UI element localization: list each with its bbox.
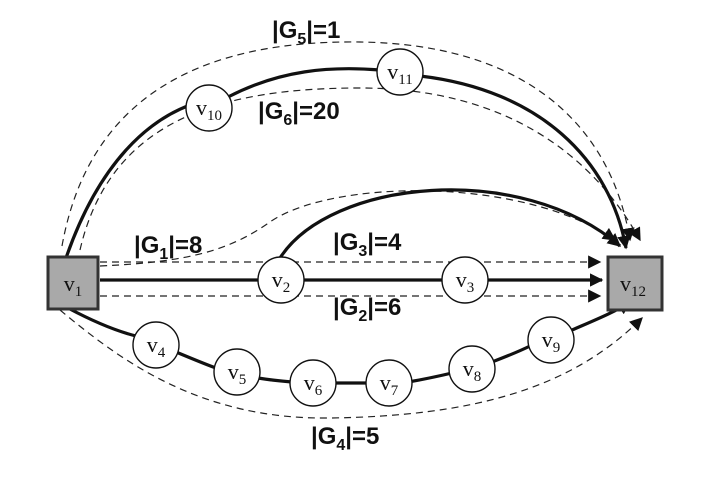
group-label-g5: |G5|=1 [272, 17, 340, 48]
node-v8: v8 [448, 345, 496, 393]
edge-v5-v6 [257, 376, 293, 384]
node-v1: v1 [46, 255, 100, 311]
node-v12: v12 [606, 255, 664, 312]
node-v5: v5 [213, 348, 261, 396]
node-v9: v9 [527, 316, 575, 364]
group-label-g2: |G2|=6 [333, 294, 401, 325]
node-v2: v2 [257, 256, 305, 304]
dashed-flows [59, 41, 643, 419]
node-box [606, 255, 664, 312]
node-v10: v10 [185, 84, 233, 132]
edge-v7-v8 [407, 371, 453, 384]
node-label: v2 [272, 267, 291, 296]
edge-v1-v10 [64, 103, 191, 259]
node-label: v4 [147, 332, 166, 361]
node-label: v12 [620, 271, 646, 300]
node-label: v8 [463, 356, 482, 385]
node-v4: v4 [132, 321, 180, 369]
node-v6: v6 [289, 359, 337, 407]
edge-v2-v12-upper [278, 188, 622, 259]
node-v11: v11 [376, 48, 424, 96]
node-box [46, 255, 100, 311]
group-label-g3: |G3|=4 [333, 229, 402, 260]
node-v3: v3 [441, 256, 489, 304]
node-v7: v7 [365, 359, 413, 407]
edge-v1-v4 [67, 306, 137, 338]
edge-v4-v5 [175, 350, 217, 370]
group-label-g1: |G1|=8 [134, 232, 202, 263]
group-label-g6: |G6|=20 [258, 98, 340, 129]
node-label: v10 [196, 95, 222, 124]
dashed-flow-g6 [79, 87, 641, 251]
edge-v11-v12 [419, 74, 631, 250]
node-label: v1 [64, 271, 83, 300]
edge-v8-v9 [491, 344, 531, 364]
dashed-flow-g5 [61, 41, 635, 247]
node-label: v7 [380, 370, 399, 399]
group-label-g4: |G4|=5 [311, 423, 379, 454]
node-label: v11 [387, 59, 412, 88]
solid-edges [64, 67, 632, 385]
node-label: v5 [228, 359, 247, 388]
dashed-flow-g1 [99, 190, 617, 267]
edge-v10-v11 [227, 67, 381, 99]
dashed-flow-g4 [59, 309, 643, 419]
node-label: v9 [542, 327, 561, 356]
node-label: v6 [304, 370, 323, 399]
node-label: v3 [456, 267, 475, 296]
